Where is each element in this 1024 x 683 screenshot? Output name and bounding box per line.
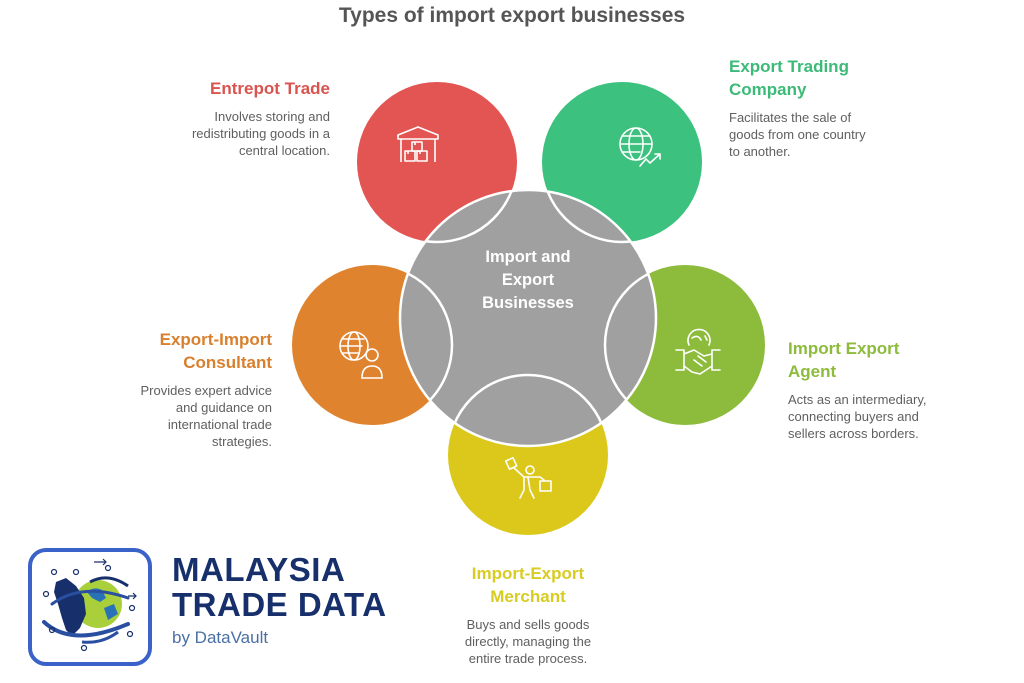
title-line: Consultant xyxy=(183,353,272,372)
label-title: Import-Export Merchant xyxy=(428,562,628,608)
desc-line: and guidance on xyxy=(175,400,272,415)
desc-line: to another. xyxy=(729,144,791,159)
center-label-line: Export xyxy=(501,271,555,289)
center-label-line: Import and xyxy=(485,248,571,266)
desc-line: Acts as an intermediary, xyxy=(788,392,927,407)
globe-handshake-icon xyxy=(675,328,721,375)
warehouse-boxes-icon xyxy=(397,126,439,162)
desc-line: goods from one country xyxy=(729,127,866,142)
desc-line: connecting buyers and xyxy=(788,409,919,424)
center-label-line: Businesses xyxy=(482,294,574,312)
merchant-person-icon xyxy=(504,456,552,499)
brand-logo xyxy=(28,548,152,666)
desc-line: directly, managing the xyxy=(464,634,592,649)
desc-line: Buys and sells goods xyxy=(466,617,590,632)
desc-line: Provides expert advice xyxy=(140,383,272,398)
brand-line-1: MALAYSIA xyxy=(172,551,346,588)
brand-wordmark: MALAYSIA TRADE DATA by DataVault xyxy=(172,552,387,648)
label-import-export-agent: Import Export Agent Acts as an intermedi… xyxy=(788,337,988,442)
desc-line: entire trade process. xyxy=(468,651,588,666)
globe-trend-icon xyxy=(619,127,661,167)
label-description: Provides expert advice and guidance on i… xyxy=(92,382,272,450)
label-description: Buys and sells goods directly, managing … xyxy=(428,616,628,667)
title-line: Import-Export xyxy=(471,564,585,583)
label-description: Involves storing and redistributing good… xyxy=(150,108,330,159)
label-title: Export Trading Company xyxy=(729,55,929,101)
desc-line: international trade xyxy=(167,417,272,432)
desc-line: redistributing goods in a xyxy=(191,126,330,141)
title-line: Export-Import xyxy=(159,330,272,349)
title-line: Export Trading xyxy=(729,57,849,76)
title-line: Company xyxy=(729,80,807,99)
desc-line: Involves storing and xyxy=(214,109,330,124)
label-import-export-merchant: Import-Export Merchant Buys and sells go… xyxy=(428,562,628,667)
desc-line: strategies. xyxy=(212,434,272,449)
brand-subtitle: by DataVault xyxy=(172,628,269,647)
title-line: Import Export xyxy=(788,339,900,358)
label-title: Export-Import Consultant xyxy=(92,328,272,374)
title-line: Merchant xyxy=(490,587,566,606)
label-title: Import Export Agent xyxy=(788,337,988,383)
title-line: Agent xyxy=(788,362,837,381)
label-description: Facilitates the sale of goods from one c… xyxy=(729,109,929,160)
desc-line: sellers across borders. xyxy=(788,426,919,441)
label-export-trading-company: Export Trading Company Facilitates the s… xyxy=(729,55,929,160)
brand-line-2: TRADE DATA xyxy=(172,586,387,623)
diagram-title: Types of import export businesses xyxy=(338,4,686,27)
label-title: Entrepot Trade xyxy=(210,79,330,98)
center-label: Import and Export Businesses xyxy=(448,246,608,315)
desc-line: Facilitates the sale of xyxy=(729,110,852,125)
desc-line: central location. xyxy=(238,143,330,158)
label-export-import-consultant: Export-Import Consultant Provides expert… xyxy=(92,328,272,450)
label-description: Acts as an intermediary, connecting buye… xyxy=(788,391,988,442)
malaysia-globe-logo-icon xyxy=(42,558,137,652)
label-entrepot-trade: Entrepot Trade Involves storing and redi… xyxy=(150,77,330,159)
globe-person-icon xyxy=(339,331,383,379)
circle-center xyxy=(398,188,658,448)
